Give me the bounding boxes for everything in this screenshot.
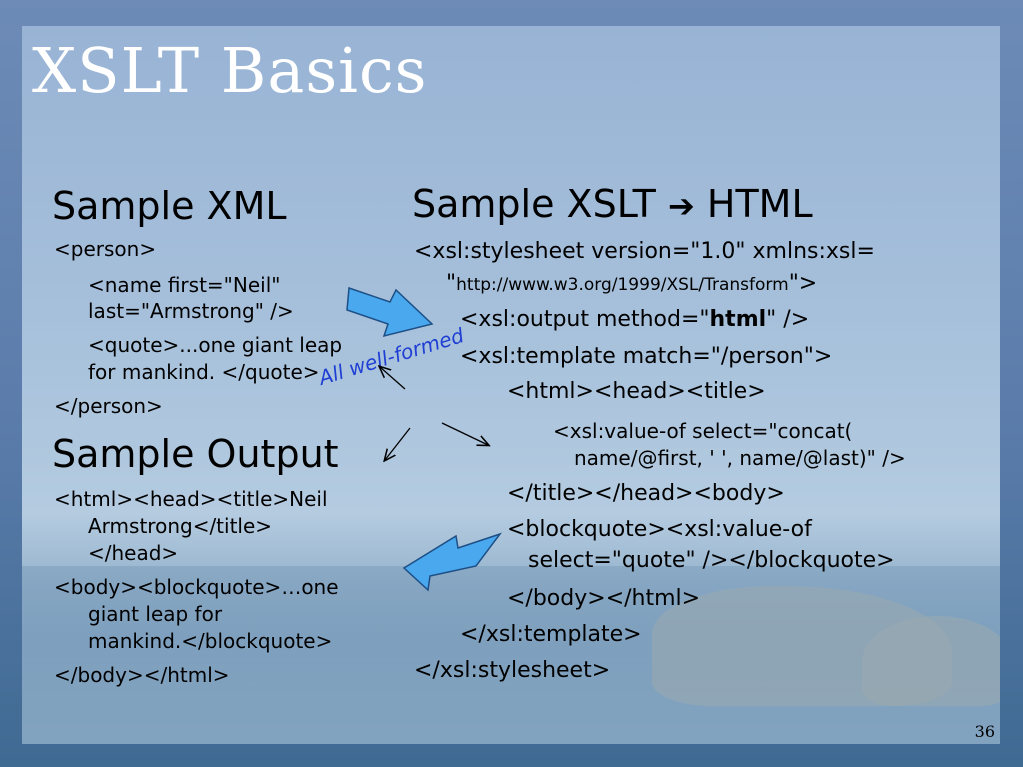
output-line: <body><blockquote>…one xyxy=(54,575,339,599)
xslt-output-pre: <xsl:output method=" xyxy=(460,307,710,332)
right-block-arrow-icon xyxy=(346,286,434,338)
xslt-heading-right: HTML xyxy=(706,182,813,226)
sample-output-heading: Sample Output xyxy=(52,432,339,476)
left-block-arrow-icon xyxy=(402,532,503,592)
right-arrow-icon: ➔ xyxy=(667,187,695,225)
sample-xslt-heading: Sample XSLT ➔ HTML xyxy=(412,182,813,226)
xslt-output-method: html xyxy=(709,307,767,332)
output-line: </body></html> xyxy=(54,663,230,687)
slide xyxy=(22,26,1000,744)
output-line: <html><head><title>Neil xyxy=(54,487,328,511)
xslt-line: <xsl:stylesheet version="1.0" xmlns:xsl= xyxy=(414,239,875,264)
xslt-line: </xsl:template> xyxy=(460,622,642,647)
pointer-arrow-icon xyxy=(380,367,406,390)
xslt-output-post: " /> xyxy=(766,307,810,332)
xslt-line: </title></head><body> xyxy=(507,481,785,506)
xslt-open-quote: " xyxy=(446,271,457,296)
xslt-line: <xsl:output method="html" /> xyxy=(460,306,809,334)
xml-line: for mankind. </quote> xyxy=(88,360,320,384)
xslt-line: select="quote" /></blockquote> xyxy=(528,548,895,573)
xslt-line: <html><head><title> xyxy=(507,379,766,404)
xml-line: </person> xyxy=(54,394,163,418)
xslt-namespace-url: http://www.w3.org/1999/XSL/Transform xyxy=(456,275,789,295)
xml-line: last="Armstrong" /> xyxy=(88,299,294,323)
xslt-line: <xsl:value-of select="concat( xyxy=(553,419,853,443)
xslt-line: "http://www.w3.org/1999/XSL/Transform"> xyxy=(446,270,817,299)
xslt-heading-left: Sample XSLT xyxy=(412,182,656,226)
xslt-line: <blockquote><xsl:value-of xyxy=(507,517,812,542)
pointer-arrow-icon xyxy=(441,422,488,445)
xslt-line: </body></html> xyxy=(507,586,701,611)
xml-line: <quote>...one giant leap xyxy=(88,333,343,357)
output-line: mankind.</blockquote> xyxy=(88,629,333,653)
xml-line: <person> xyxy=(54,237,157,261)
xslt-line: name/@first, ' ', name/@last)" /> xyxy=(574,446,906,470)
output-line: giant leap for xyxy=(88,602,223,626)
xslt-line: <xsl:template match="/person"> xyxy=(460,344,833,369)
output-line: </head> xyxy=(88,541,179,565)
sample-xml-heading: Sample XML xyxy=(52,184,287,228)
rock-background xyxy=(862,616,1000,706)
xslt-line: </xsl:stylesheet> xyxy=(414,658,611,683)
xml-line: <name first="Neil" xyxy=(88,273,281,297)
page-number: 36 xyxy=(974,722,995,741)
pointer-arrow-icon xyxy=(385,427,411,460)
slide-title: XSLT Basics xyxy=(32,34,428,107)
xslt-close-tag: "> xyxy=(788,271,818,296)
output-line: Armstrong</title> xyxy=(88,514,273,538)
